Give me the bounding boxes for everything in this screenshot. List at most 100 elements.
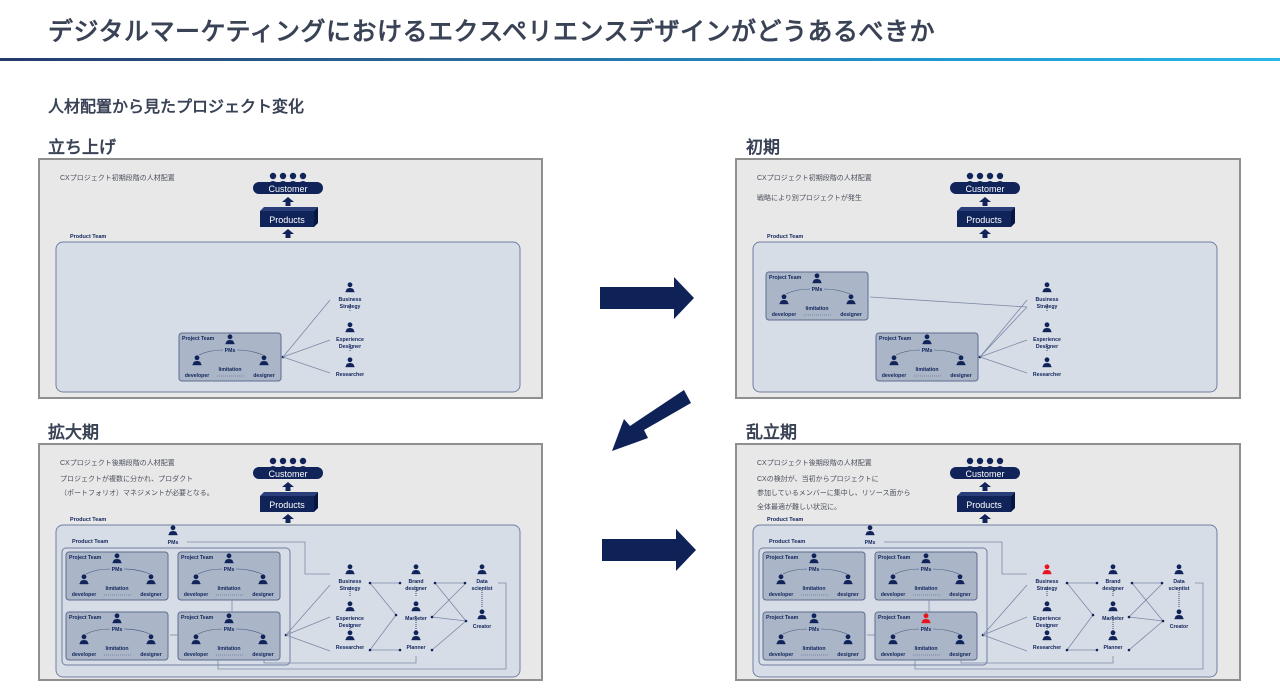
role-experience-designer-label: Experience bbox=[336, 337, 364, 343]
pm-link-left bbox=[85, 568, 111, 575]
role-data-scientist-label: Data bbox=[1173, 579, 1184, 585]
person-icon bbox=[345, 630, 355, 641]
link bbox=[282, 339, 331, 358]
person-icon bbox=[976, 172, 984, 180]
customer-node: Customer bbox=[253, 172, 323, 194]
developer-label: developer bbox=[882, 373, 907, 379]
connector-dot bbox=[430, 648, 434, 652]
role-creator-label: Creator bbox=[473, 624, 491, 630]
person-icon bbox=[889, 355, 899, 366]
arrow-right-icon bbox=[602, 529, 696, 571]
panel-note: 参加しているメンバーに集中し、リソース面から bbox=[757, 488, 910, 497]
product-team-container bbox=[55, 241, 521, 393]
person-icon bbox=[258, 634, 268, 645]
person-icon bbox=[996, 172, 1004, 180]
project-team-box bbox=[762, 551, 866, 601]
role-experience-designer-label: Experience bbox=[336, 616, 364, 622]
pms-label: PMs bbox=[812, 287, 823, 293]
developer-label: developer bbox=[881, 652, 906, 658]
products-node: Products bbox=[260, 492, 318, 512]
developer-label: developer bbox=[184, 652, 209, 658]
up-arrow-icon bbox=[979, 229, 991, 238]
person-icon bbox=[345, 322, 355, 333]
customer-label: Customer bbox=[965, 184, 1004, 194]
customer-cloud bbox=[950, 467, 1020, 479]
customer-label: Customer bbox=[268, 184, 307, 194]
panel-note: CXプロジェクト初期段階の人材配置 bbox=[60, 173, 175, 182]
connector-dot bbox=[1091, 613, 1095, 617]
link bbox=[982, 634, 1028, 652]
panel-note: 全体最適が難しい状況に。 bbox=[757, 502, 841, 511]
person-icon bbox=[299, 457, 307, 465]
product-team-label: Product Team bbox=[767, 517, 803, 523]
person-icon bbox=[1174, 564, 1184, 575]
role-planner-label: Planner bbox=[406, 645, 425, 651]
page-title: デジタルマーケティングにおけるエクスペリエンスデザインがどうあるべきか bbox=[48, 17, 936, 46]
person-icon bbox=[269, 457, 277, 465]
designer-label: designer bbox=[840, 312, 862, 318]
project-team-label: Project Team bbox=[69, 555, 102, 561]
connector-dot bbox=[463, 581, 467, 585]
role-brand-designer-label: Brand bbox=[409, 579, 424, 585]
person-icon bbox=[966, 457, 974, 465]
arrow-right-icon bbox=[600, 277, 694, 319]
person-icon bbox=[224, 613, 234, 624]
link bbox=[1128, 616, 1164, 622]
pm-link-right bbox=[932, 628, 960, 635]
inner-product-team-container bbox=[61, 547, 291, 666]
inner-product-team-label: Product Team bbox=[769, 539, 805, 545]
pm-link-right bbox=[820, 568, 848, 575]
person-icon bbox=[776, 574, 786, 585]
limitation-label: limitation bbox=[217, 646, 240, 652]
role-planner: Planner bbox=[406, 630, 426, 651]
connector-dot bbox=[464, 619, 468, 623]
connector-dot bbox=[1130, 581, 1134, 585]
role-researcher: Researcher bbox=[336, 630, 364, 651]
link bbox=[982, 584, 1028, 636]
up-arrow-icon bbox=[282, 514, 294, 523]
products-label: Products bbox=[269, 500, 305, 510]
person-icon bbox=[411, 601, 421, 612]
product-team-label: Product Team bbox=[767, 234, 803, 240]
diagram-canvas: CustomerProductsCXプロジェクト後期段階の人材配置プロジェクトが… bbox=[55, 457, 521, 678]
customer-node: Customer bbox=[950, 457, 1020, 479]
person-icon bbox=[1108, 630, 1118, 641]
designer-label: designer bbox=[253, 373, 275, 379]
customer-cloud bbox=[253, 182, 323, 194]
pm-link-left bbox=[895, 349, 921, 356]
section-subtitle: 人材配置から見たプロジェクト変化 bbox=[48, 97, 305, 116]
panel-note: CXプロジェクト後期段階の人材配置 bbox=[60, 458, 175, 467]
limitation-label: limitation bbox=[802, 646, 825, 652]
pms-label: PMs bbox=[809, 567, 820, 573]
person-icon bbox=[411, 564, 421, 575]
person-icon bbox=[888, 574, 898, 585]
person-icon bbox=[1174, 609, 1184, 620]
role-researcher: Researcher bbox=[1033, 630, 1061, 651]
pms-label: PMs bbox=[921, 627, 932, 633]
products-label: Products bbox=[966, 215, 1002, 225]
project-team-box bbox=[65, 611, 169, 661]
person-icon bbox=[289, 457, 297, 465]
connector-dot bbox=[368, 648, 372, 652]
connector-dot bbox=[1127, 648, 1131, 652]
link bbox=[979, 339, 1028, 358]
link bbox=[979, 306, 1028, 358]
project-team-label: Project Team bbox=[766, 615, 799, 621]
role-experience-designer-label: Experience bbox=[1033, 616, 1061, 622]
person-icon bbox=[986, 172, 994, 180]
panel-note: CXプロジェクト後期段階の人材配置 bbox=[757, 458, 872, 467]
link bbox=[285, 584, 331, 636]
link bbox=[282, 299, 331, 358]
panel-note: CXの検討が、当初からプロジェクトに bbox=[757, 474, 879, 483]
link bbox=[431, 582, 467, 618]
link bbox=[1128, 620, 1164, 651]
person-icon bbox=[259, 355, 269, 366]
limitation-label: limitation bbox=[218, 367, 241, 373]
